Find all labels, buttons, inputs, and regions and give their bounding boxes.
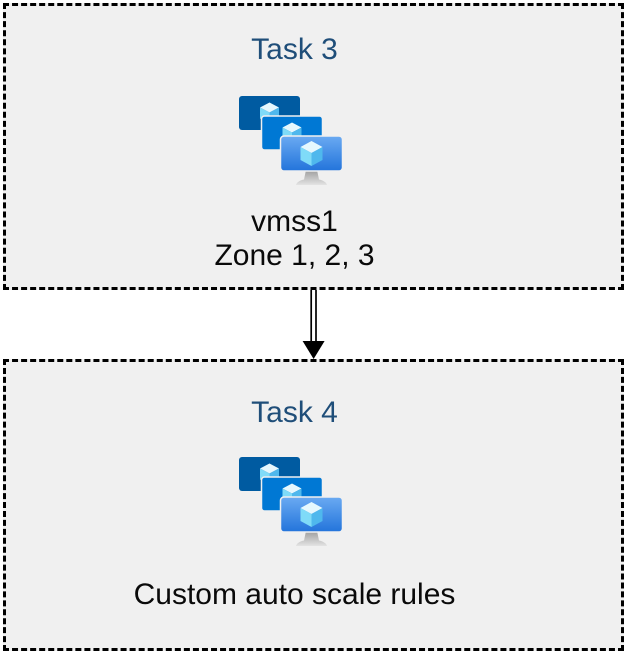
task4-title: Task 4 [251,396,338,429]
down-arrow-icon [302,290,325,359]
task3-title: Task 3 [251,33,338,66]
vmss-zones-label: Zone 1, 2, 3 [214,239,375,272]
task3-box: Task 3 vmss1 Zone 1, 2, 3 [3,3,624,290]
vm-scale-sets-icon [237,455,353,551]
task4-caption: Custom auto scale rules [134,578,456,612]
task3-caption: vmss1 Zone 1, 2, 3 [214,205,374,273]
task4-box: Task 4 Custom auto scale rules [3,359,624,651]
vm-scale-sets-icon [237,94,353,190]
autoscale-rules-label: Custom auto scale rules [133,578,456,611]
flow-arrow-connector [299,290,329,359]
vmss-name-label: vmss1 [251,205,338,238]
